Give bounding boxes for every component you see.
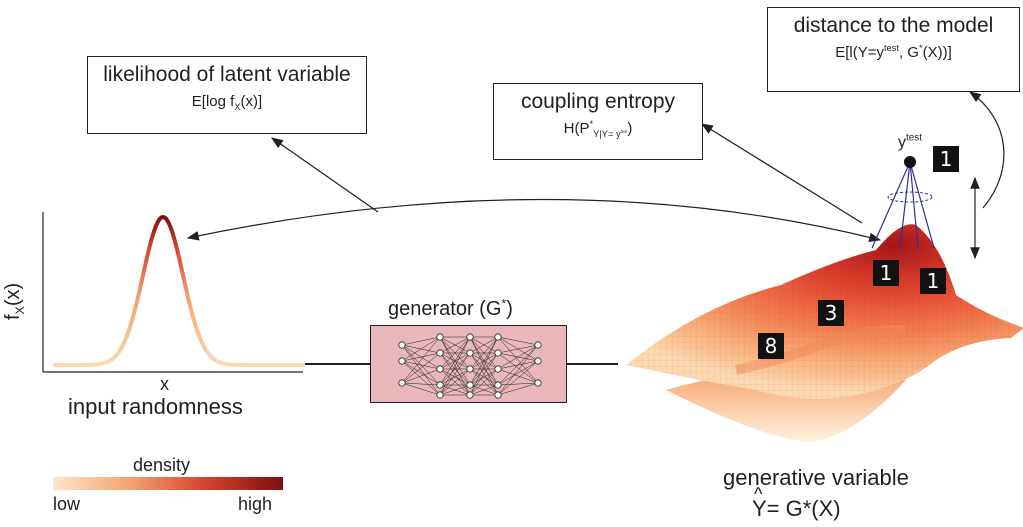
network-node <box>534 341 542 349</box>
network-node <box>466 391 474 399</box>
colorbar-title: density <box>133 455 191 475</box>
density-xlabel: x <box>160 374 169 394</box>
network-node <box>494 333 502 341</box>
likelihood-box: likelihood of latent variable E[log fX(x… <box>87 56 367 134</box>
distance-formula: E[l(Y=ytest, G*(X))] <box>835 43 952 61</box>
digit-tile-peak-right: 1 <box>920 268 946 294</box>
likelihood-formula: E[log fX(x)] <box>191 93 263 112</box>
coupling-title: coupling entropy <box>520 90 676 113</box>
ytest-cone <box>871 156 935 249</box>
network-node <box>494 349 502 357</box>
density-plot <box>42 212 305 373</box>
gaussian-curve <box>53 215 305 367</box>
density-ylabel: fX(x) <box>2 282 27 320</box>
network-node <box>534 357 542 365</box>
ytest-label: ytest <box>898 132 922 151</box>
coupling-formula: H(P*Y|Y= ytest) <box>563 119 633 139</box>
colorbar-high: high <box>238 494 273 514</box>
distance-box: distance to the model E[l(Y=ytest, G*(X)… <box>767 7 1020 92</box>
arrow-to-likelihood <box>271 137 379 213</box>
digit-tile-ytest: 1 <box>933 146 959 172</box>
network-node <box>398 357 406 365</box>
network-node <box>436 381 444 389</box>
likelihood-title: likelihood of latent variable <box>103 63 351 86</box>
generator-network <box>370 325 567 403</box>
network-node <box>436 365 444 373</box>
network-node <box>436 333 444 341</box>
network-node <box>398 341 406 349</box>
digit-tile-eight: 8 <box>758 333 784 359</box>
surface-formula: Y= G*(X) ^ <box>752 484 841 521</box>
ytest-point <box>904 156 916 168</box>
arrow-to-distance <box>969 91 1005 209</box>
network-node <box>534 379 542 387</box>
network-node <box>436 391 444 399</box>
network-node <box>466 365 474 373</box>
network-node <box>494 365 502 373</box>
surface-caption: generative variable <box>723 465 909 490</box>
network-node <box>466 349 474 357</box>
arrow-to-coupling <box>700 123 863 224</box>
distance-title: distance to the model <box>793 14 994 37</box>
colorbar-low: low <box>53 494 81 514</box>
network-node <box>494 381 502 389</box>
network-node <box>398 379 406 387</box>
digit-tile-three: 3 <box>818 300 844 326</box>
colorbar <box>53 477 283 490</box>
generator-label: generator (G*) <box>388 296 513 320</box>
network-node <box>436 349 444 357</box>
network-node <box>494 391 502 399</box>
coupling-box: coupling entropy H(P*Y|Y= ytest) <box>493 83 703 160</box>
network-node <box>466 333 474 341</box>
density-caption: input randomness <box>68 394 243 419</box>
coupling-arc <box>186 198 882 243</box>
digit-tile-peak-left: 1 <box>873 260 899 286</box>
network-node <box>466 381 474 389</box>
